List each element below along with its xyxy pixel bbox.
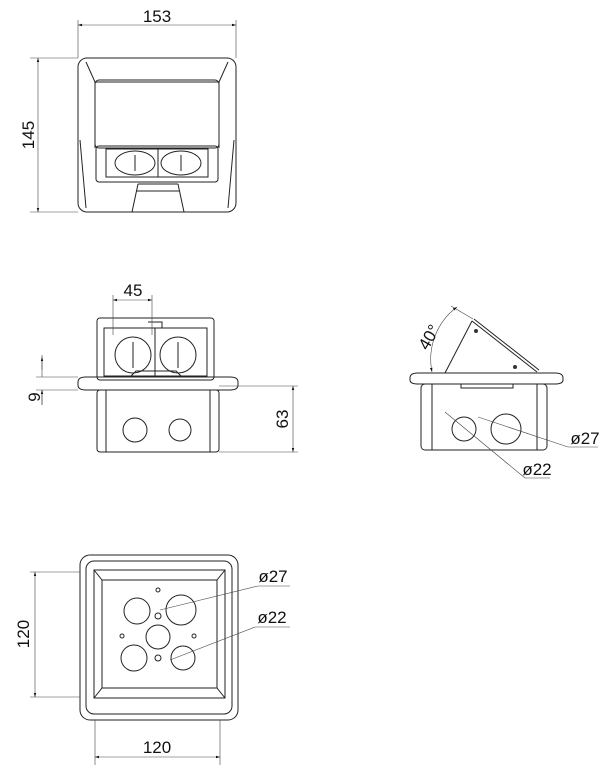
front-view: 45 9 63	[25, 281, 298, 453]
height-dimension: 145	[19, 121, 38, 149]
large-hole-dimension: ø27	[258, 567, 287, 586]
width-dimension: 120	[143, 738, 171, 757]
side-view: 40° ø27 ø22	[409, 305, 600, 479]
socket	[160, 150, 202, 176]
large-hole-dimension: ø27	[570, 429, 599, 448]
height-dimension: 120	[14, 620, 33, 648]
bottom-view: ø27 ø22 120 120	[14, 554, 290, 765]
socket-spacing-dimension: 45	[124, 281, 143, 300]
flange-dimension: 9	[25, 392, 44, 401]
small-hole-dimension: ø22	[257, 608, 286, 627]
socket	[114, 150, 156, 176]
depth-dimension: 63	[273, 410, 292, 429]
width-dimension: 153	[143, 7, 171, 26]
small-hole-dimension: ø22	[522, 460, 551, 479]
top-view: 153 145	[19, 7, 237, 213]
